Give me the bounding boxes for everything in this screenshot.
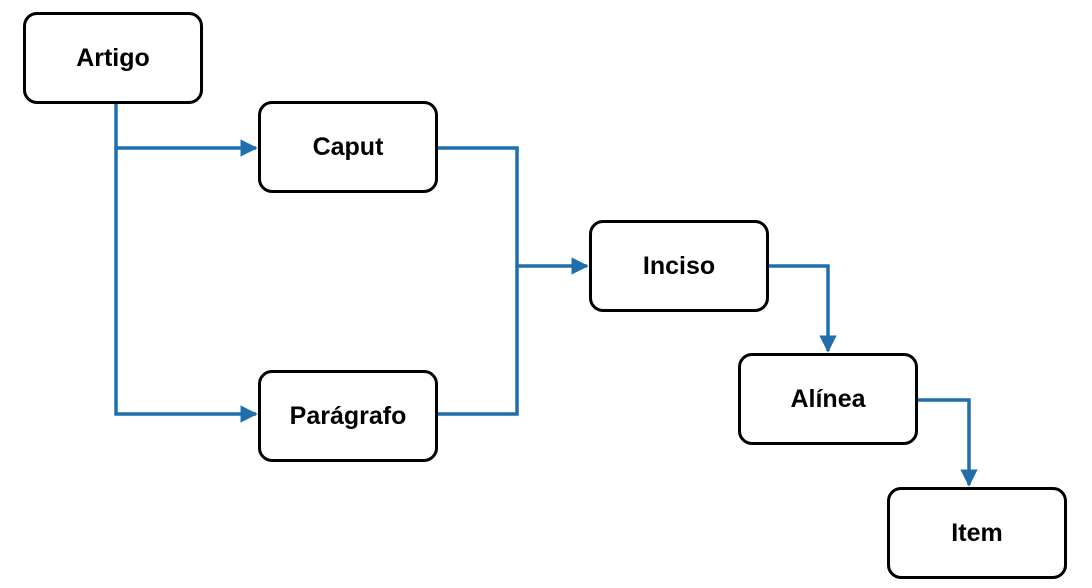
- node-caput: Caput: [258, 101, 438, 193]
- node-alinea-label: Alínea: [790, 384, 866, 413]
- node-artigo: Artigo: [23, 12, 203, 104]
- connector-inciso-alinea: [769, 264, 837, 353]
- connector-artigo-paragrafo: [114, 148, 258, 423]
- node-item: Item: [887, 487, 1067, 579]
- connector-artigo-caput: [114, 104, 258, 157]
- node-item-label: Item: [951, 518, 1003, 547]
- connector-alinea-item: [918, 398, 978, 487]
- connector-caput-inciso: [438, 146, 589, 275]
- node-caput-label: Caput: [312, 132, 384, 161]
- node-inciso-label: Inciso: [642, 251, 716, 280]
- node-paragrafo-label: Parágrafo: [289, 401, 407, 430]
- node-artigo-label: Artigo: [76, 43, 150, 72]
- node-inciso: Inciso: [589, 220, 769, 312]
- connector-paragrafo-inciso: [438, 266, 519, 416]
- node-alinea: Alínea: [738, 353, 918, 445]
- node-paragrafo: Parágrafo: [258, 370, 438, 462]
